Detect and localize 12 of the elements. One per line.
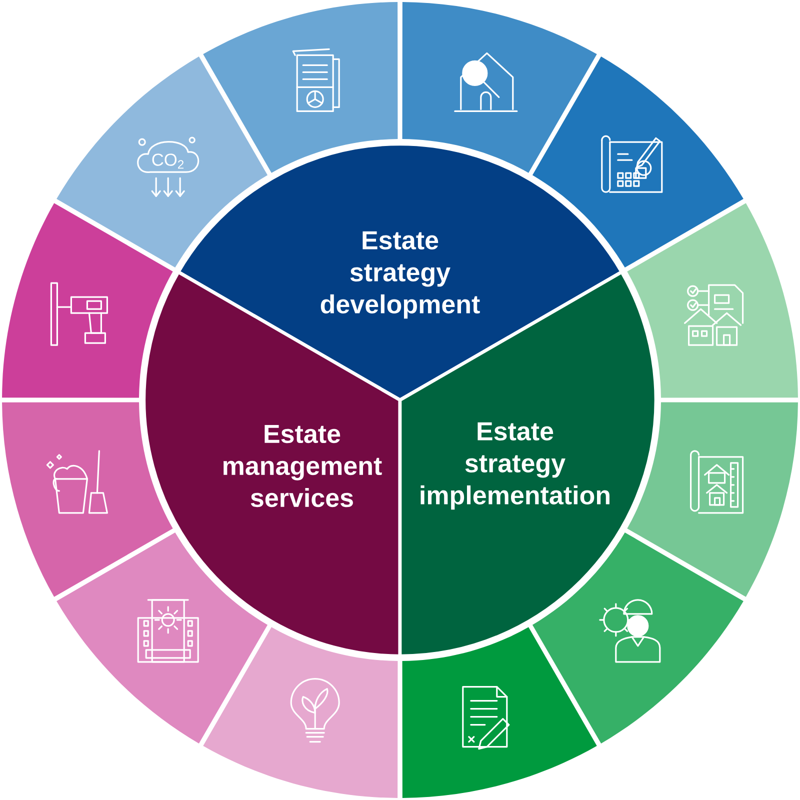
ring-segment: [2, 203, 173, 398]
ring-segment: [532, 532, 744, 744]
ring-segment: [402, 2, 597, 173]
ring-segment: [532, 56, 744, 268]
ring-segment: [402, 627, 597, 798]
ring-segment: [2, 402, 173, 597]
ring-segment: [203, 627, 398, 798]
ring-segment: [203, 2, 398, 173]
ring-segment: [56, 532, 268, 744]
ring-segment: [627, 402, 798, 597]
ring-segment: [627, 203, 798, 398]
ring-segment: [56, 56, 268, 268]
